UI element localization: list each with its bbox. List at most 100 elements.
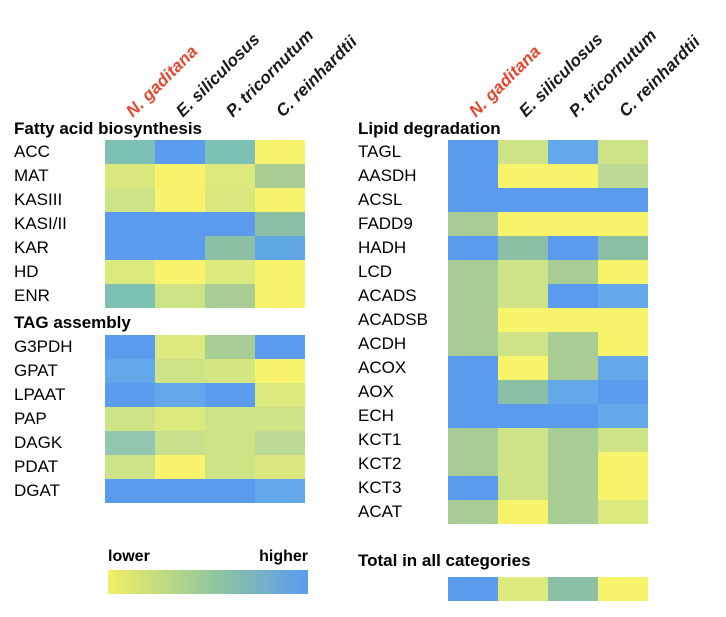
row-label: KCT3 (358, 478, 402, 497)
row-label: AASDH (358, 166, 417, 185)
heatmap-cell (598, 500, 648, 524)
row-label: HD (14, 262, 39, 281)
heatmap-cell (155, 188, 205, 212)
heatmap-cell (448, 308, 498, 332)
heatmap-cell (255, 236, 305, 260)
heatmap-cell (205, 407, 255, 431)
legend-labels: lower higher (108, 548, 308, 570)
heatmap-cell (498, 428, 548, 452)
heatmap-cell (155, 455, 205, 479)
row-label: KAR (14, 238, 49, 257)
row-label: G3PDH (14, 337, 73, 356)
heatmap-cell (498, 308, 548, 332)
heatmap-cell (155, 236, 205, 260)
heatmap-cell (448, 284, 498, 308)
column-header-2: P. tricornutum (565, 25, 661, 121)
legend-gradient-bar (108, 570, 308, 594)
heatmap-cell (105, 188, 155, 212)
heatmap-cell (105, 407, 155, 431)
heatmap-cell (448, 452, 498, 476)
section-title-fatty-acid-biosynthesis: Fatty acid biosynthesis (14, 119, 202, 138)
heatmap-cell (548, 236, 598, 260)
heatmap-cell (105, 212, 155, 236)
heatmap-cell (548, 284, 598, 308)
column-headers-left: N. gaditana E. siliculosus P. tricornutu… (105, 0, 365, 121)
heatmap-cell (598, 404, 648, 428)
heatmap-cell (498, 236, 548, 260)
row-label: ACC (14, 142, 50, 161)
column-headers-right: N. gaditana E. siliculosus P. tricornutu… (448, 0, 708, 121)
heatmap-cell (255, 212, 305, 236)
heatmap-cell (155, 335, 205, 359)
row-label: TAGL (358, 142, 402, 161)
heatmap-cell (498, 452, 548, 476)
section-title-tag-assembly: TAG assembly (14, 313, 131, 332)
total-heatmap-cell (598, 577, 648, 601)
legend-low-label: lower (108, 548, 150, 565)
heatmap-cell (498, 332, 548, 356)
heatmap-cell (598, 308, 648, 332)
heatmap-cell (155, 212, 205, 236)
row-label: PDAT (14, 457, 59, 476)
row-label: KCT1 (358, 430, 402, 449)
heatmap-cell (498, 164, 548, 188)
heatmap-cell (598, 260, 648, 284)
total-heatmap-cell (448, 577, 498, 601)
heatmap-cell (498, 140, 548, 164)
section-title-lipid-degradation: Lipid degradation (358, 119, 501, 138)
heatmap-cell (448, 236, 498, 260)
heatmap-cell (448, 356, 498, 380)
row-label: AOX (358, 382, 394, 401)
total-title: Total in all categories (358, 551, 531, 570)
heatmap-cell (598, 140, 648, 164)
heatmap-cell (255, 383, 305, 407)
heatmap-cell (498, 188, 548, 212)
row-label: ECH (358, 406, 394, 425)
heatmap-cell (155, 407, 205, 431)
heatmap-cell (255, 335, 305, 359)
heatmap-cell (255, 260, 305, 284)
row-label: GPAT (14, 361, 58, 380)
heatmap-cell (155, 260, 205, 284)
heatmap-cell (105, 359, 155, 383)
total-heatmap-cell (548, 577, 598, 601)
row-label: HADH (358, 238, 407, 257)
legend-high-label: higher (259, 548, 308, 565)
heatmap-cell (255, 164, 305, 188)
heatmap-cell (598, 332, 648, 356)
heatmap-cell (255, 431, 305, 455)
row-label: ACSL (358, 190, 403, 209)
heatmap-cell (255, 359, 305, 383)
heatmap-grid-fatty-acid-biosynthesis (105, 140, 305, 308)
heatmap-cell (155, 284, 205, 308)
heatmap-cell (498, 380, 548, 404)
heatmap-cell (548, 308, 598, 332)
column-header-2: P. tricornutum (222, 25, 318, 121)
row-label: FADD9 (358, 214, 413, 233)
heatmap-cell (548, 164, 598, 188)
heatmap-cell (448, 404, 498, 428)
heatmap-cell (448, 260, 498, 284)
row-label: ACDH (358, 334, 407, 353)
heatmap-cell (498, 260, 548, 284)
heatmap-cell (448, 212, 498, 236)
heatmap-cell (548, 188, 598, 212)
heatmap-cell (548, 140, 598, 164)
heatmap-cell (598, 356, 648, 380)
row-label: LCD (358, 262, 393, 281)
row-label: DAGK (14, 433, 63, 452)
heatmap-cell (498, 356, 548, 380)
heatmap-cell (255, 140, 305, 164)
heatmap-cell (205, 479, 255, 503)
row-label: ACADSB (358, 310, 428, 329)
heatmap-cell (105, 140, 155, 164)
heatmap-cell (105, 236, 155, 260)
heatmap-cell (548, 404, 598, 428)
heatmap-cell (448, 140, 498, 164)
row-label: ACOX (358, 358, 407, 377)
heatmap-cell (105, 479, 155, 503)
heatmap-cell (548, 452, 598, 476)
total-heatmap-row (448, 577, 648, 601)
heatmap-cell (155, 164, 205, 188)
